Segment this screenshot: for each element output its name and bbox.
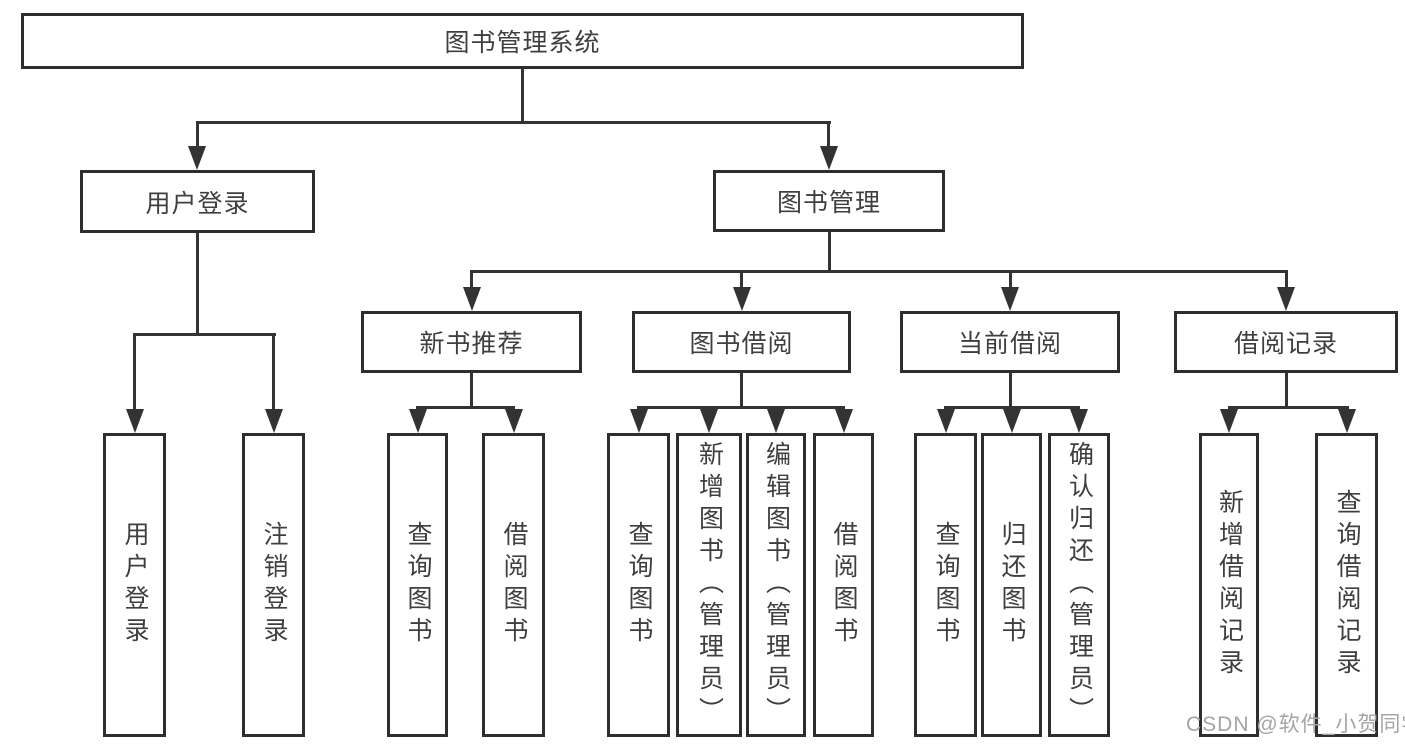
connector-current-stem: [1008, 371, 1012, 409]
leaf-user-login: 用户登录: [103, 433, 166, 737]
connector-root-branch: [196, 121, 831, 124]
connector-recommend-stem: [470, 371, 473, 409]
arrowhead-current: [1001, 287, 1019, 311]
connector-root-stem: [521, 67, 524, 124]
connector-drop-borrow: [740, 270, 743, 292]
connector-drop-book-management: [827, 121, 830, 151]
arrowhead-query-books-current: [936, 409, 955, 433]
node-label: 新增借阅记录: [1215, 489, 1244, 681]
node-label: 确认归还（管理员）: [1065, 441, 1094, 729]
leaf-logout-login: 注销登录: [242, 433, 305, 737]
connector-borrow-branch: [637, 406, 845, 409]
connector-drop-records: [1284, 270, 1288, 292]
node-label: 借阅记录: [1233, 330, 1338, 358]
connector-recommend-branch: [416, 406, 515, 409]
arrowhead-leaf-login: [125, 409, 144, 433]
node-library-management-system: 图书管理系统: [21, 13, 1024, 69]
arrowhead-add-book: [700, 409, 718, 433]
connector-current-branch: [944, 406, 1080, 409]
arrowhead-book-management: [820, 146, 838, 170]
node-label: 归还图书: [998, 521, 1026, 649]
node-label: 查询图书: [625, 521, 653, 649]
connector-drop-leaf-logout: [272, 333, 275, 413]
arrowhead-return-books: [1002, 409, 1021, 433]
connector-management-stem: [827, 230, 831, 273]
leaf-query-books-recommend: 查询图书: [387, 433, 448, 737]
connector-drop-current: [1008, 270, 1012, 292]
leaf-query-borrow-record: 查询借阅记录: [1315, 433, 1378, 737]
connector-records-stem: [1284, 371, 1288, 409]
leaf-edit-book-admin: 编辑图书（管理员）: [746, 433, 806, 737]
node-label: 图书借阅: [689, 330, 794, 358]
node-label: 用户登录: [121, 521, 149, 649]
arrowhead-query-books-recommend: [408, 409, 427, 433]
leaf-return-books: 归还图书: [981, 433, 1042, 737]
leaf-add-book-admin: 新增图书（管理员）: [676, 433, 742, 737]
connector-records-branch: [1227, 406, 1349, 409]
node-book-borrow: 图书借阅: [632, 311, 851, 373]
leaf-query-books-borrow: 查询图书: [607, 433, 670, 737]
arrowhead-query-borrow-record: [1337, 409, 1356, 433]
node-label: 借阅图书: [830, 521, 858, 649]
leaf-query-books-current: 查询图书: [914, 433, 977, 737]
arrowhead-borrow: [732, 287, 751, 311]
leaf-borrow-books-recommend: 借阅图书: [482, 433, 545, 737]
node-label: 新增图书（管理员）: [695, 441, 724, 729]
node-label: 借阅图书: [500, 521, 528, 649]
leaf-borrow-books: 借阅图书: [813, 433, 874, 737]
leaf-confirm-return-admin: 确认归还（管理员）: [1048, 433, 1110, 737]
connector-login-branch: [133, 333, 276, 336]
arrowhead-confirm-return: [1070, 409, 1088, 433]
node-new-book-recommend: 新书推荐: [361, 311, 582, 373]
arrowhead-recommend: [462, 287, 481, 311]
node-label: 查询图书: [404, 521, 432, 649]
connector-drop-leaf-login: [133, 333, 136, 413]
node-book-management: 图书管理: [713, 170, 945, 232]
connector-borrow-stem: [740, 371, 743, 409]
node-label: 图书管理: [776, 189, 881, 217]
node-current-borrow: 当前借阅: [900, 311, 1120, 373]
arrowhead-user-login: [188, 146, 206, 170]
arrowhead-leaf-logout: [264, 409, 283, 433]
arrowhead-records: [1277, 287, 1295, 311]
leaf-add-borrow-record: 新增借阅记录: [1199, 433, 1259, 737]
csdn-watermark: CSDN @软件_小贺同学: [1186, 713, 1405, 736]
node-label: 用户登录: [145, 189, 250, 218]
connector-drop-recommend: [470, 270, 473, 292]
arrowhead-edit-book: [767, 409, 785, 433]
node-label: 查询图书: [932, 521, 960, 649]
arrowhead-borrow-books: [834, 409, 853, 433]
node-label: 图书管理系统: [444, 29, 601, 57]
arrowhead-borrow-books-recommend: [504, 409, 523, 433]
node-label: 当前借阅: [957, 330, 1062, 358]
connector-management-branch: [470, 270, 1288, 273]
node-label: 编辑图书（管理员）: [762, 441, 791, 729]
node-label: 注销登录: [260, 521, 288, 649]
node-label: 新书推荐: [419, 330, 524, 358]
node-borrow-records: 借阅记录: [1174, 311, 1398, 373]
connector-login-stem: [196, 231, 199, 335]
arrowhead-add-borrow-record: [1220, 409, 1238, 433]
connector-drop-user-login: [196, 121, 199, 151]
node-user-login: 用户登录: [80, 170, 315, 233]
arrowhead-query-books-borrow: [629, 409, 648, 433]
node-label: 查询借阅记录: [1333, 489, 1361, 681]
